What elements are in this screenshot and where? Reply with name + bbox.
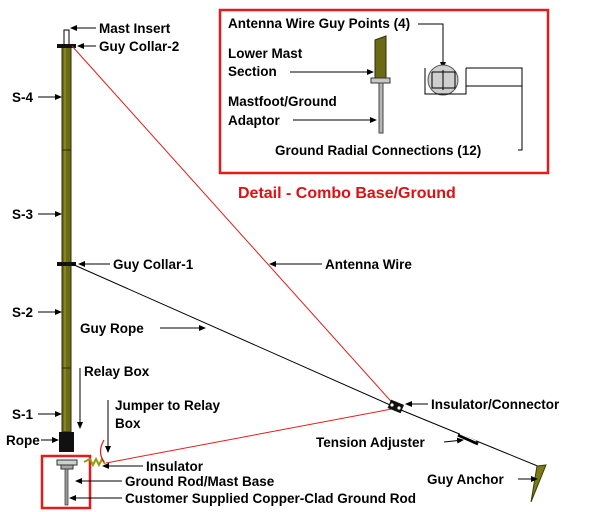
- guy-anchor: [530, 464, 547, 503]
- mast: [40, 29, 92, 510]
- guy-rope-line: [71, 263, 398, 409]
- insulator-connector: [387, 399, 404, 414]
- mast-base-plate: [56, 459, 78, 466]
- tension-adjuster-leader: [443, 437, 464, 444]
- relay-box-label: Relay Box: [84, 364, 150, 379]
- detail-plate-bracket-2: [431, 71, 456, 89]
- guy-points-label: Antenna Wire Guy Points (4): [228, 16, 410, 31]
- mast-tube: [61, 45, 72, 433]
- mastfoot-label-line1: Mastfoot/Ground: [228, 94, 337, 109]
- tension-adjuster: [457, 433, 479, 446]
- s1-label: S-1: [12, 407, 34, 422]
- radial-leader: [466, 67, 523, 151]
- mast-insert-label: Mast Insert: [99, 21, 171, 36]
- guy-collar-2-label: Guy Collar-2: [99, 39, 179, 54]
- jumper-label-line1: Jumper to Relay: [115, 398, 221, 413]
- base-highlight-box: [40, 454, 92, 510]
- jumper-coil: [83, 456, 106, 468]
- detail-mastfoot-collar: [370, 77, 391, 84]
- mastfoot-label-line2: Adaptor: [228, 113, 280, 128]
- lower-mast-label-line1: Lower Mast: [228, 46, 303, 61]
- insulator-connector-label: Insulator/Connector: [431, 397, 560, 412]
- tension-adjuster-label: Tension Adjuster: [316, 435, 426, 450]
- jumper-wire: [105, 407, 398, 464]
- insulator-label: Insulator: [146, 459, 204, 474]
- mast-insert: [63, 29, 70, 47]
- s2-label: S-2: [12, 305, 33, 320]
- guy-collar-1: [57, 262, 76, 266]
- jumper-label-line2: Box: [115, 416, 141, 431]
- radial-label: Ground Radial Connections (12): [275, 143, 481, 158]
- detail-mastfoot-adaptor: [378, 82, 384, 134]
- copper-clad-label: Customer Supplied Copper-Clad Ground Rod: [125, 491, 416, 506]
- guy-collar-2: [57, 44, 76, 48]
- ground-rod: [64, 468, 69, 506]
- guy-points-leader: [418, 23, 446, 69]
- detail-plate-bracket: [424, 68, 467, 95]
- rope-label: Rope: [6, 433, 40, 448]
- jumper-loop: [99, 439, 105, 463]
- detail-title: Detail - Combo Base/Ground: [238, 185, 456, 202]
- mast-base-collar: [60, 464, 74, 470]
- ground-rod-mast-base-label: Ground Rod/Mast Base: [125, 474, 275, 489]
- s3-label: S-3: [12, 207, 34, 222]
- s4-label: S-4: [12, 90, 34, 105]
- guy-rope-label: Guy Rope: [80, 321, 144, 336]
- antenna-wire: [71, 45, 398, 409]
- detail-lower-mast-section: [374, 35, 387, 79]
- antenna-wire-label: Antenna Wire: [325, 257, 412, 272]
- guy-collar-1-label: Guy Collar-1: [113, 257, 194, 272]
- relay-box: [59, 432, 74, 452]
- lower-mast-label-line2: Section: [228, 64, 277, 79]
- guy-anchor-label: Guy Anchor: [427, 472, 505, 487]
- detail-panel: Antenna Wire Guy Points (4) Lower Mast S…: [218, 8, 550, 202]
